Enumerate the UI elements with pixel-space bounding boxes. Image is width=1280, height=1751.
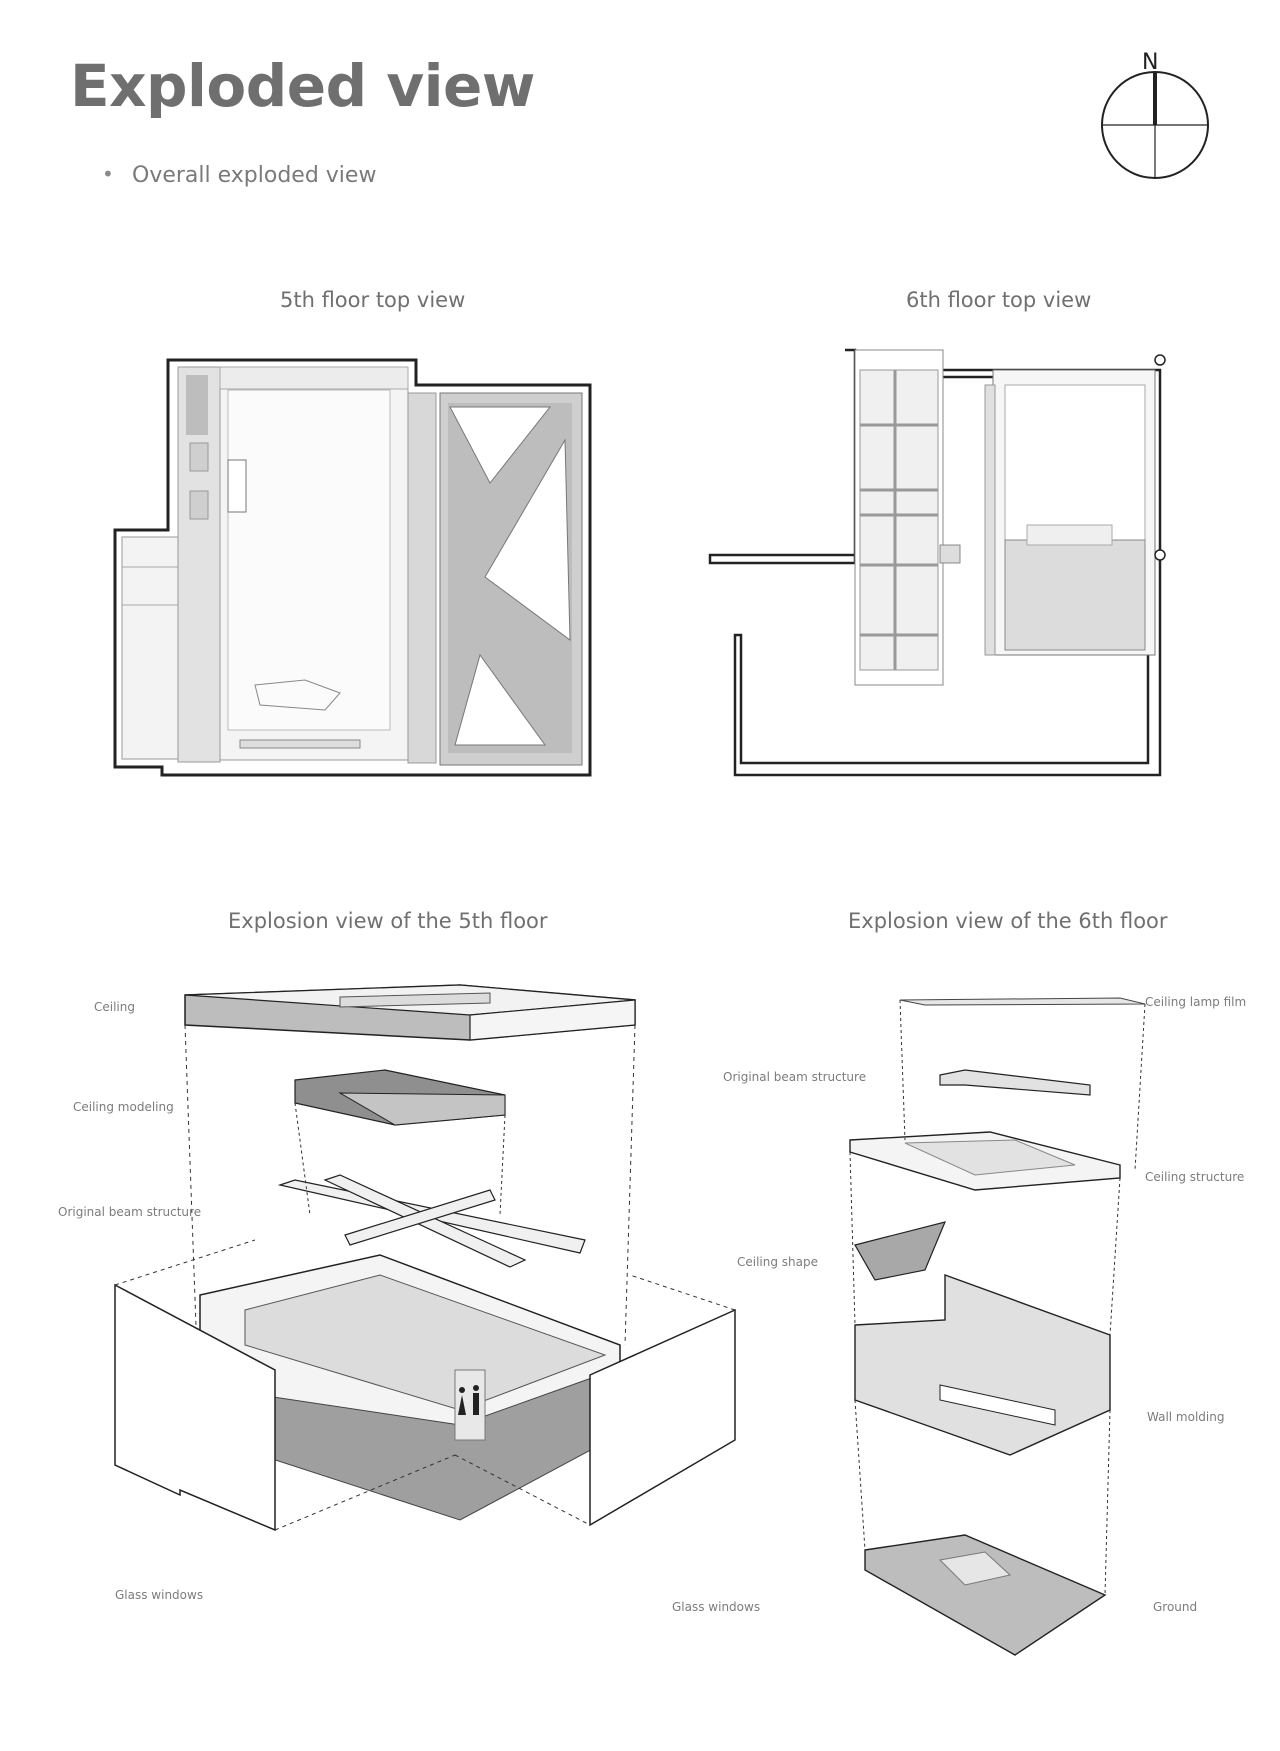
label-beam-5th: Original beam structure bbox=[58, 1205, 202, 1219]
label-glass-right: Glass windows bbox=[672, 1600, 761, 1614]
plan-5th-floor bbox=[113, 358, 592, 777]
explosion-6th-floor bbox=[849, 997, 1146, 1656]
label-wall-molding: Wall molding bbox=[1147, 1410, 1225, 1424]
title-5th-top-view: 5th floor top view bbox=[280, 288, 466, 312]
explosion-5th-floor bbox=[114, 984, 736, 1532]
label-ceiling-shape: Ceiling shape bbox=[737, 1255, 819, 1269]
label-ground: Ground bbox=[1153, 1600, 1198, 1614]
label-ceiling-modeling: Ceiling modeling bbox=[73, 1100, 174, 1114]
bullet-item: Overall exploded view bbox=[102, 162, 377, 188]
label-beam-6th: Original beam structure bbox=[723, 1070, 867, 1084]
label-ceiling-structure: Ceiling structure bbox=[1145, 1170, 1245, 1184]
label-lamp-film: Ceiling lamp film bbox=[1145, 995, 1247, 1009]
page-title: Exploded view bbox=[70, 52, 535, 120]
label-ceiling: Ceiling bbox=[94, 1000, 135, 1014]
plan-6th-floor bbox=[708, 348, 1166, 777]
label-glass-left: Glass windows bbox=[115, 1588, 204, 1602]
title-6th-explosion: Explosion view of the 6th floor bbox=[848, 909, 1168, 933]
compass-icon bbox=[1101, 71, 1209, 179]
title-5th-explosion: Explosion view of the 5th floor bbox=[228, 909, 548, 933]
north-label: N bbox=[1142, 50, 1159, 75]
title-6th-top-view: 6th floor top view bbox=[906, 288, 1092, 312]
